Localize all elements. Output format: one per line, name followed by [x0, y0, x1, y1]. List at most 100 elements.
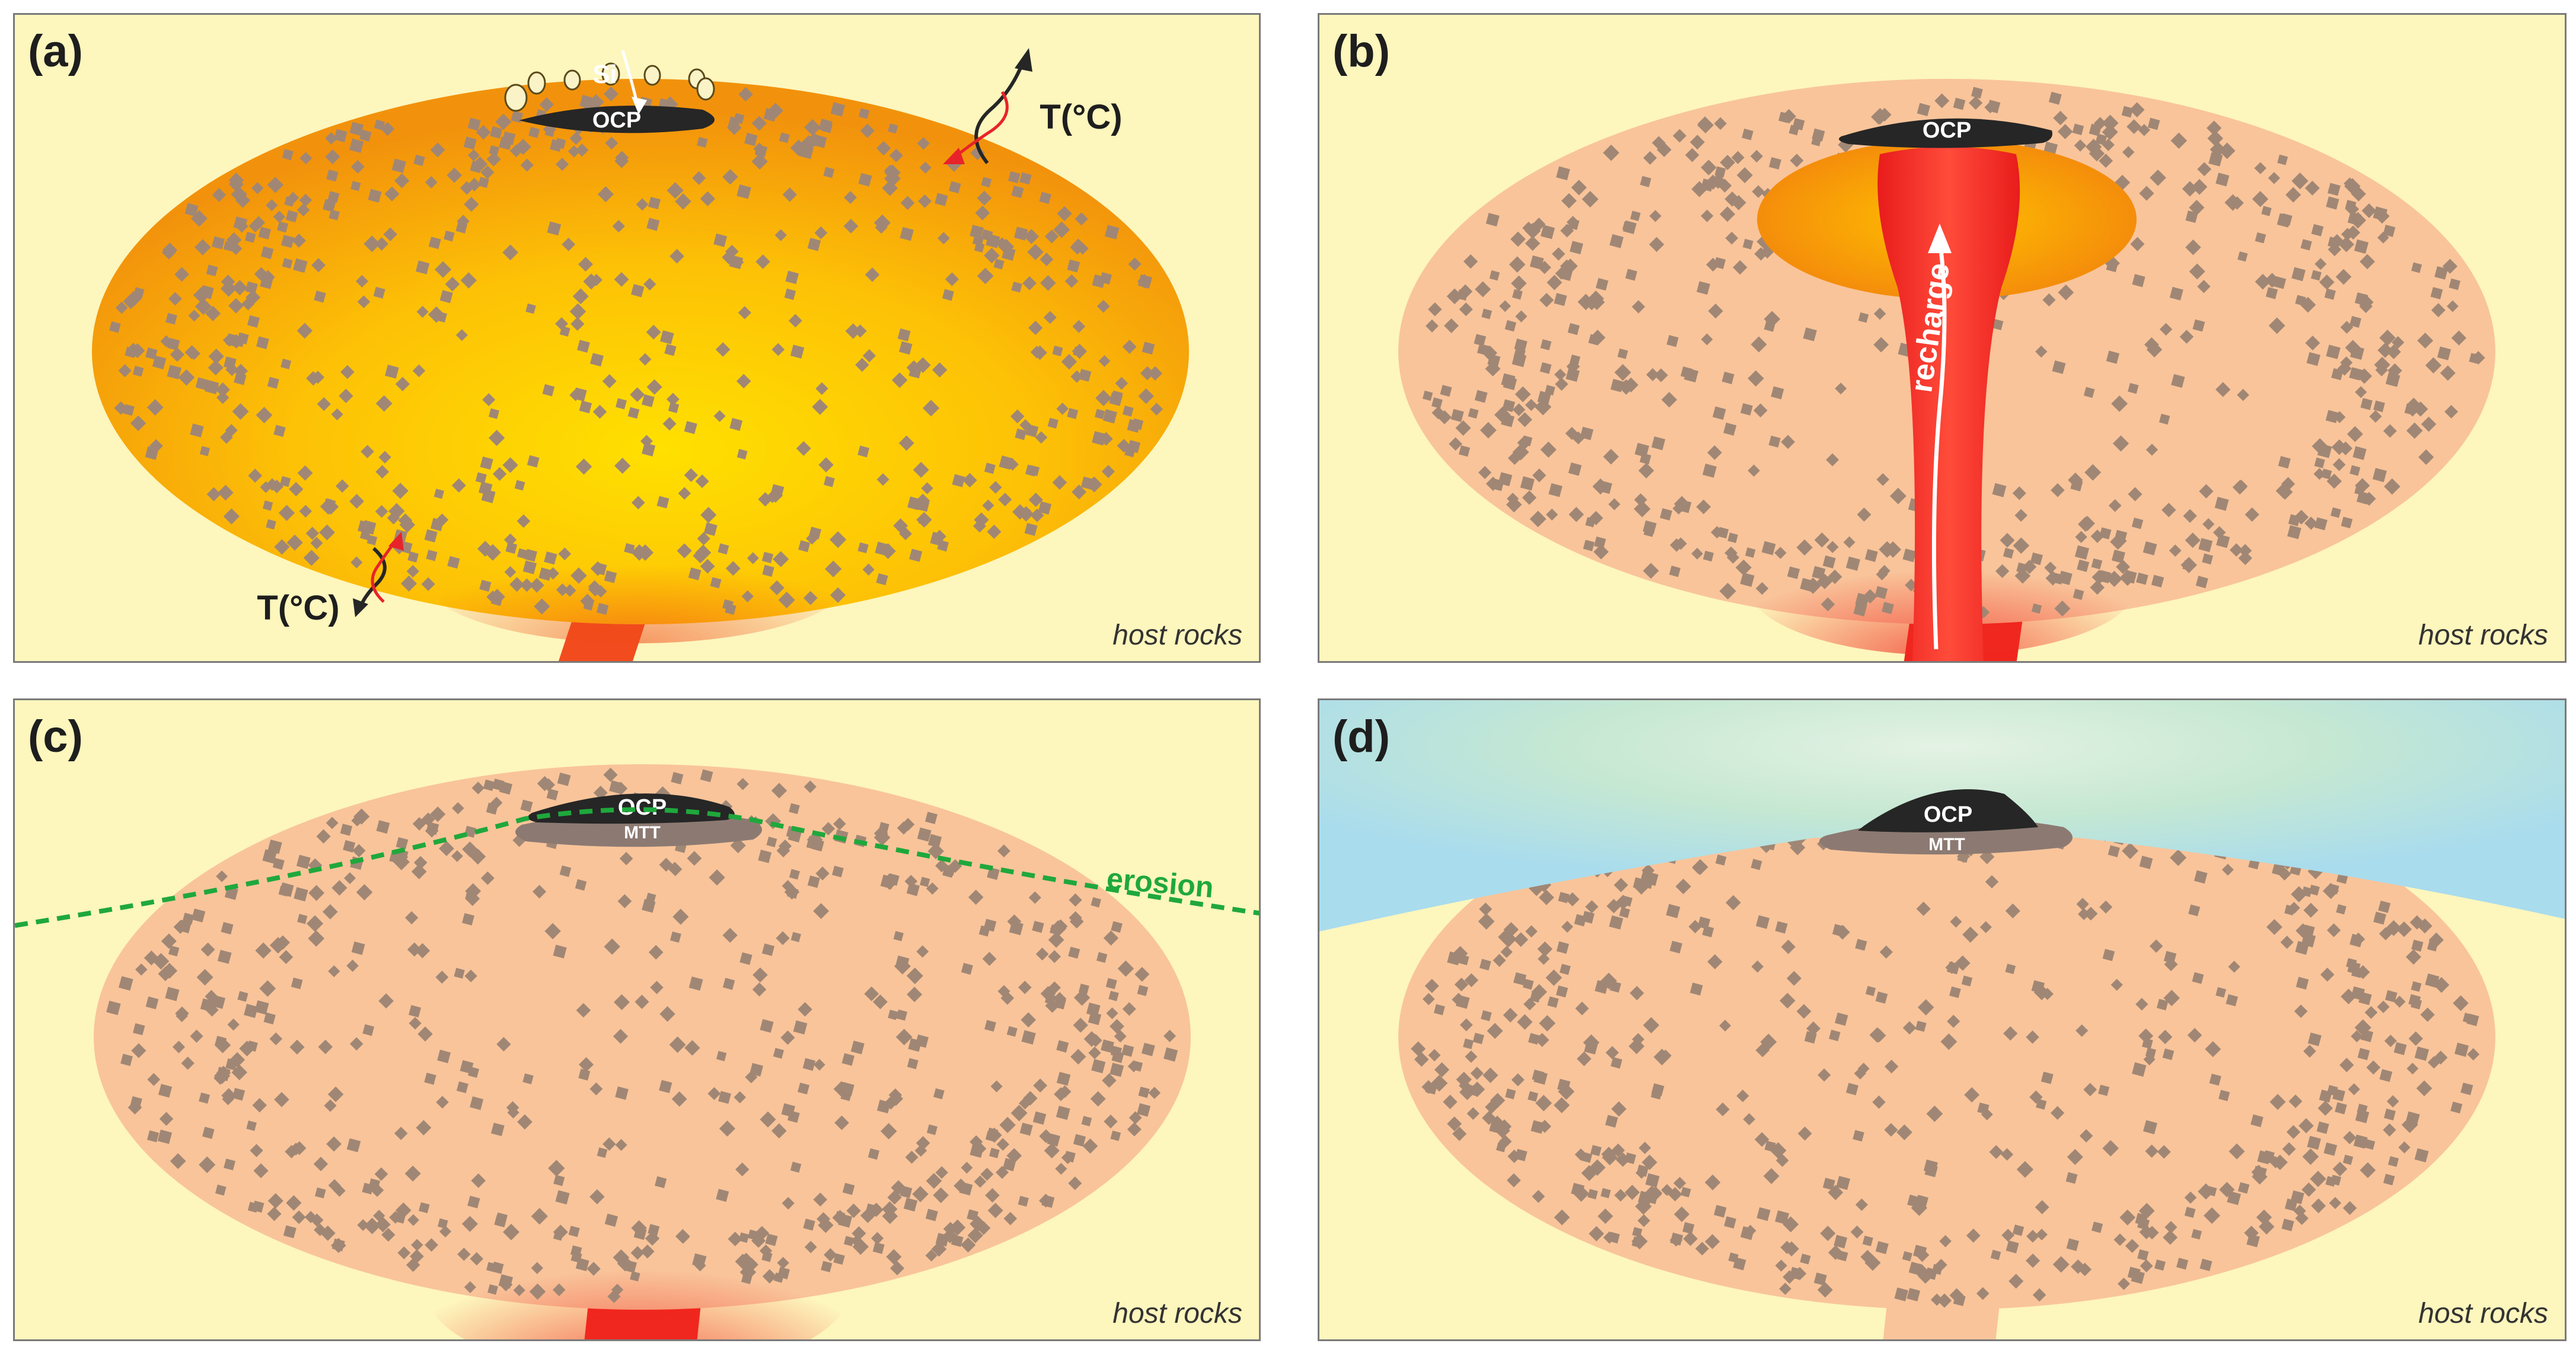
crystal — [1479, 902, 1493, 916]
crystal — [285, 210, 298, 222]
crystal — [968, 889, 984, 905]
crystal — [747, 1229, 758, 1240]
crystal — [331, 408, 343, 420]
crystal — [2227, 1191, 2241, 1205]
ocp-label: OCP — [1924, 802, 1972, 827]
erosion-label: erosion — [1105, 861, 1215, 904]
crystal — [825, 560, 842, 577]
crystal — [1865, 985, 1876, 997]
crystal — [2127, 119, 2142, 135]
crystal — [130, 1096, 142, 1109]
crystal — [753, 967, 768, 983]
crystal — [1539, 362, 1552, 374]
crystal — [247, 315, 260, 328]
crystal — [916, 945, 929, 958]
crystal — [716, 1051, 727, 1061]
crystal — [762, 564, 774, 577]
crystal — [710, 577, 722, 589]
crystal — [1481, 308, 1492, 320]
crystal — [1917, 103, 1930, 116]
crystal — [2071, 1259, 2086, 1274]
crystal — [1643, 520, 1657, 535]
ocp-lens — [1858, 789, 2038, 832]
crystal — [862, 563, 875, 576]
crystal — [790, 931, 801, 943]
crystal — [974, 1175, 987, 1188]
crystal — [547, 221, 562, 236]
crystal — [900, 196, 915, 210]
crystal — [506, 1101, 519, 1114]
crystal — [2083, 387, 2095, 398]
crystal — [279, 950, 294, 965]
crystal — [2383, 224, 2396, 237]
crystal — [1532, 1189, 1545, 1203]
crystal — [575, 1258, 589, 1272]
crystal — [2102, 949, 2115, 961]
crystal — [289, 481, 304, 497]
crystal — [1056, 403, 1069, 415]
crystal — [1654, 368, 1668, 382]
crystal — [2005, 963, 2016, 975]
crystal — [2077, 559, 2090, 572]
crystal — [2147, 117, 2160, 130]
crystal — [2372, 468, 2387, 483]
crystal — [1019, 1097, 1031, 1110]
crystal — [1003, 1158, 1016, 1172]
crystal — [588, 580, 601, 593]
crystal — [396, 837, 409, 850]
crystal — [244, 232, 256, 243]
crystal — [1142, 342, 1155, 355]
crystal — [491, 1122, 505, 1137]
recharge-arrow — [1931, 248, 1947, 650]
crystal — [232, 403, 249, 420]
crystal — [199, 1092, 211, 1104]
crystal — [1992, 318, 2004, 330]
crystal — [1571, 1183, 1585, 1196]
crystal — [2202, 553, 2214, 565]
crystal — [464, 196, 479, 212]
crystal — [216, 870, 228, 882]
crystal — [252, 1201, 264, 1213]
crystal — [2328, 183, 2341, 196]
crystal — [1947, 1014, 1960, 1028]
crystal — [2215, 173, 2230, 187]
crystal — [586, 1262, 601, 1276]
crystal — [2314, 457, 2325, 468]
crystal — [1048, 950, 1061, 963]
crystal — [984, 1020, 996, 1032]
crystal — [428, 237, 441, 250]
crystal — [1006, 1026, 1018, 1037]
crystal — [361, 445, 374, 458]
crystal — [1780, 993, 1796, 1009]
crystal — [655, 1176, 667, 1189]
ocp-label: OCP — [1923, 118, 1971, 143]
crystal — [871, 1231, 884, 1245]
crystal — [575, 879, 587, 891]
crystal — [1502, 399, 1516, 413]
crystal — [2447, 300, 2459, 312]
crystal — [1086, 1002, 1101, 1017]
crystal — [878, 822, 890, 833]
crystal — [553, 1224, 568, 1240]
crystal — [2099, 527, 2112, 540]
crystal — [1680, 1186, 1691, 1198]
crystal — [316, 829, 331, 844]
crystal — [267, 376, 279, 389]
crystal — [416, 305, 429, 318]
crystal — [224, 1159, 236, 1170]
crystal — [263, 1012, 276, 1025]
crystal — [1651, 1083, 1665, 1096]
crystal — [662, 417, 677, 431]
crystal — [578, 1068, 591, 1081]
crystal — [2278, 456, 2291, 469]
crystal — [273, 210, 286, 223]
crystal — [1822, 1178, 1835, 1191]
crystal — [1714, 1205, 1727, 1218]
crystal — [460, 181, 474, 195]
crystal — [2229, 543, 2243, 557]
crystal — [1589, 1159, 1606, 1176]
crystal — [1873, 337, 1889, 353]
crystal — [558, 547, 572, 560]
crystal — [2411, 998, 2422, 1010]
crystal — [2162, 1048, 2175, 1060]
